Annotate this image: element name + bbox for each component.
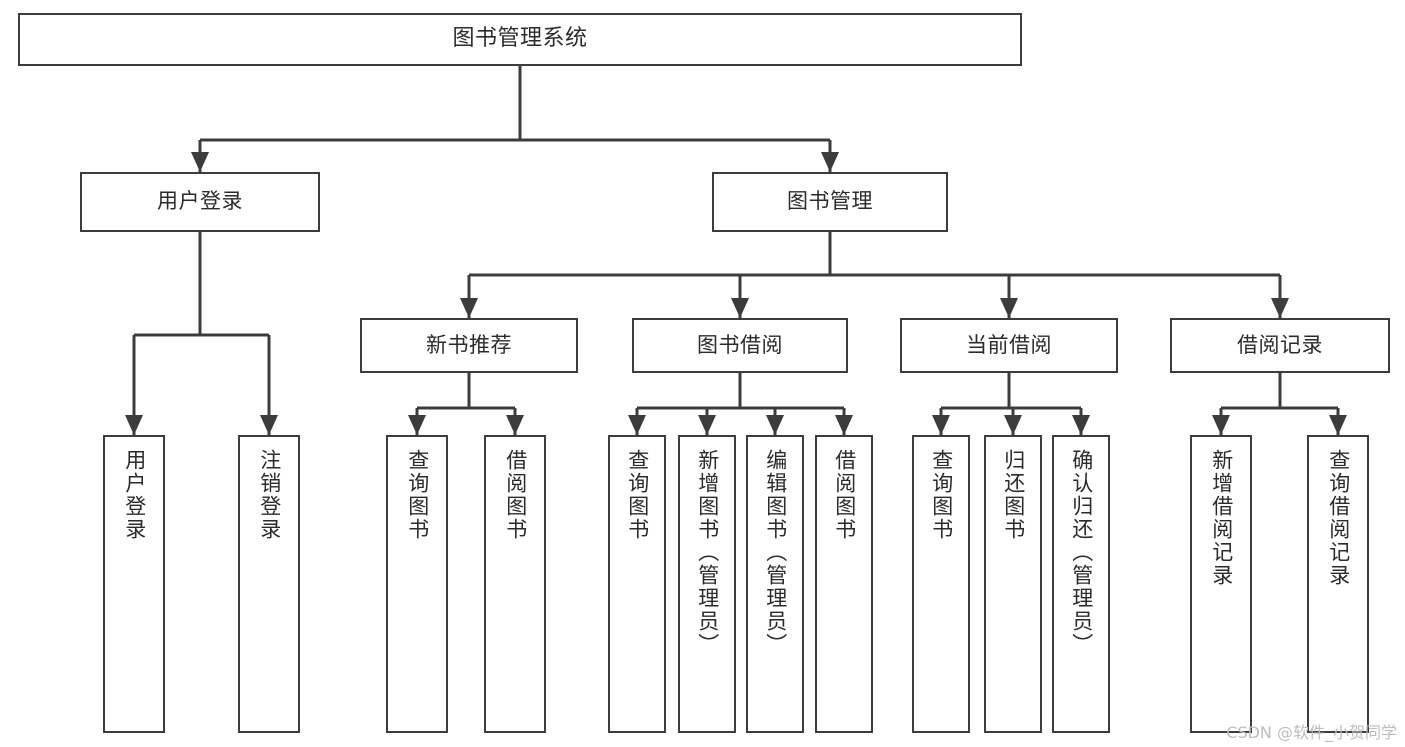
node-book-borrow[interactable]: 图书借阅 xyxy=(632,318,848,373)
node-label: 当前借阅 xyxy=(966,332,1052,357)
node-label: 图书管理系统 xyxy=(452,26,588,52)
node-leaf-query-book-3[interactable]: 查询图书 xyxy=(912,435,970,733)
node-label: 借阅记录 xyxy=(1237,332,1323,357)
node-label: 用户登录 xyxy=(157,189,243,214)
edge-arrowhead-leaf-borrow-book-2 xyxy=(835,415,853,435)
node-leaf-return-book[interactable]: 归还图书 xyxy=(984,435,1042,733)
edge-arrowhead-borrow-record xyxy=(1271,298,1289,318)
node-label: 图书管理 xyxy=(787,189,873,214)
node-label: 新增图书（管理员） xyxy=(695,449,720,656)
node-leaf-query-book-1[interactable]: 查询图书 xyxy=(386,435,448,733)
node-label: 编辑图书（管理员） xyxy=(763,449,788,656)
edge-arrowhead-leaf-return-book xyxy=(1004,415,1022,435)
edge-arrowhead-book-borrow xyxy=(731,298,749,318)
node-root[interactable]: 图书管理系统 xyxy=(18,13,1022,66)
edge-arrowhead-leaf-add-record xyxy=(1212,415,1230,435)
node-label: 新书推荐 xyxy=(426,332,512,357)
node-label: 用户登录 xyxy=(122,449,147,541)
node-user-login[interactable]: 用户登录 xyxy=(80,172,320,232)
node-leaf-query-book-2[interactable]: 查询图书 xyxy=(608,435,666,733)
edge-arrowhead-leaf-user-login xyxy=(125,415,143,435)
edge-arrowhead-leaf-confirm-return xyxy=(1072,415,1090,435)
node-current-borrow[interactable]: 当前借阅 xyxy=(900,318,1118,373)
node-label: 查询借阅记录 xyxy=(1326,449,1351,587)
edge-arrowhead-leaf-query-book-3 xyxy=(932,415,950,435)
node-label: 确认归还（管理员） xyxy=(1069,449,1094,656)
edge-arrowhead-current-borrow xyxy=(1000,298,1018,318)
node-label: 查询图书 xyxy=(625,449,650,541)
node-book-manage[interactable]: 图书管理 xyxy=(712,172,948,232)
node-label: 图书借阅 xyxy=(697,332,783,357)
node-label: 借阅图书 xyxy=(503,449,528,541)
node-leaf-user-login[interactable]: 用户登录 xyxy=(103,435,165,733)
edge-arrowhead-leaf-add-book xyxy=(698,415,716,435)
edge-arrowhead-leaf-query-book-1 xyxy=(408,415,426,435)
node-label: 查询图书 xyxy=(929,449,954,541)
node-label: 新增借阅记录 xyxy=(1209,449,1234,587)
node-label: 查询图书 xyxy=(405,449,430,541)
edge-arrowhead-leaf-query-book-2 xyxy=(628,415,646,435)
edge-arrowhead-leaf-edit-book xyxy=(766,415,784,435)
node-leaf-add-book[interactable]: 新增图书（管理员） xyxy=(678,435,736,733)
node-leaf-user-logout[interactable]: 注销登录 xyxy=(238,435,300,733)
edge-arrowhead-book-manage xyxy=(821,152,839,172)
edge-arrowhead-leaf-query-record xyxy=(1329,415,1347,435)
node-leaf-confirm-return[interactable]: 确认归还（管理员） xyxy=(1052,435,1110,733)
node-leaf-add-record[interactable]: 新增借阅记录 xyxy=(1190,435,1252,733)
node-leaf-borrow-book-2[interactable]: 借阅图书 xyxy=(815,435,873,733)
node-label: 归还图书 xyxy=(1001,449,1026,541)
node-borrow-record[interactable]: 借阅记录 xyxy=(1170,318,1390,373)
node-leaf-query-record[interactable]: 查询借阅记录 xyxy=(1307,435,1369,733)
node-leaf-edit-book[interactable]: 编辑图书（管理员） xyxy=(746,435,804,733)
edge-arrowhead-new-book-rec xyxy=(460,298,478,318)
edge-arrowhead-leaf-borrow-book-1 xyxy=(506,415,524,435)
edge-arrowhead-user-login xyxy=(191,152,209,172)
node-label: 借阅图书 xyxy=(832,449,857,541)
edge-arrowhead-leaf-user-logout xyxy=(260,415,278,435)
node-leaf-borrow-book-1[interactable]: 借阅图书 xyxy=(484,435,546,733)
node-new-book-rec[interactable]: 新书推荐 xyxy=(360,318,578,373)
csdn-watermark: CSDN @软件_小贺同学 xyxy=(1226,723,1397,742)
node-label: 注销登录 xyxy=(257,449,282,541)
